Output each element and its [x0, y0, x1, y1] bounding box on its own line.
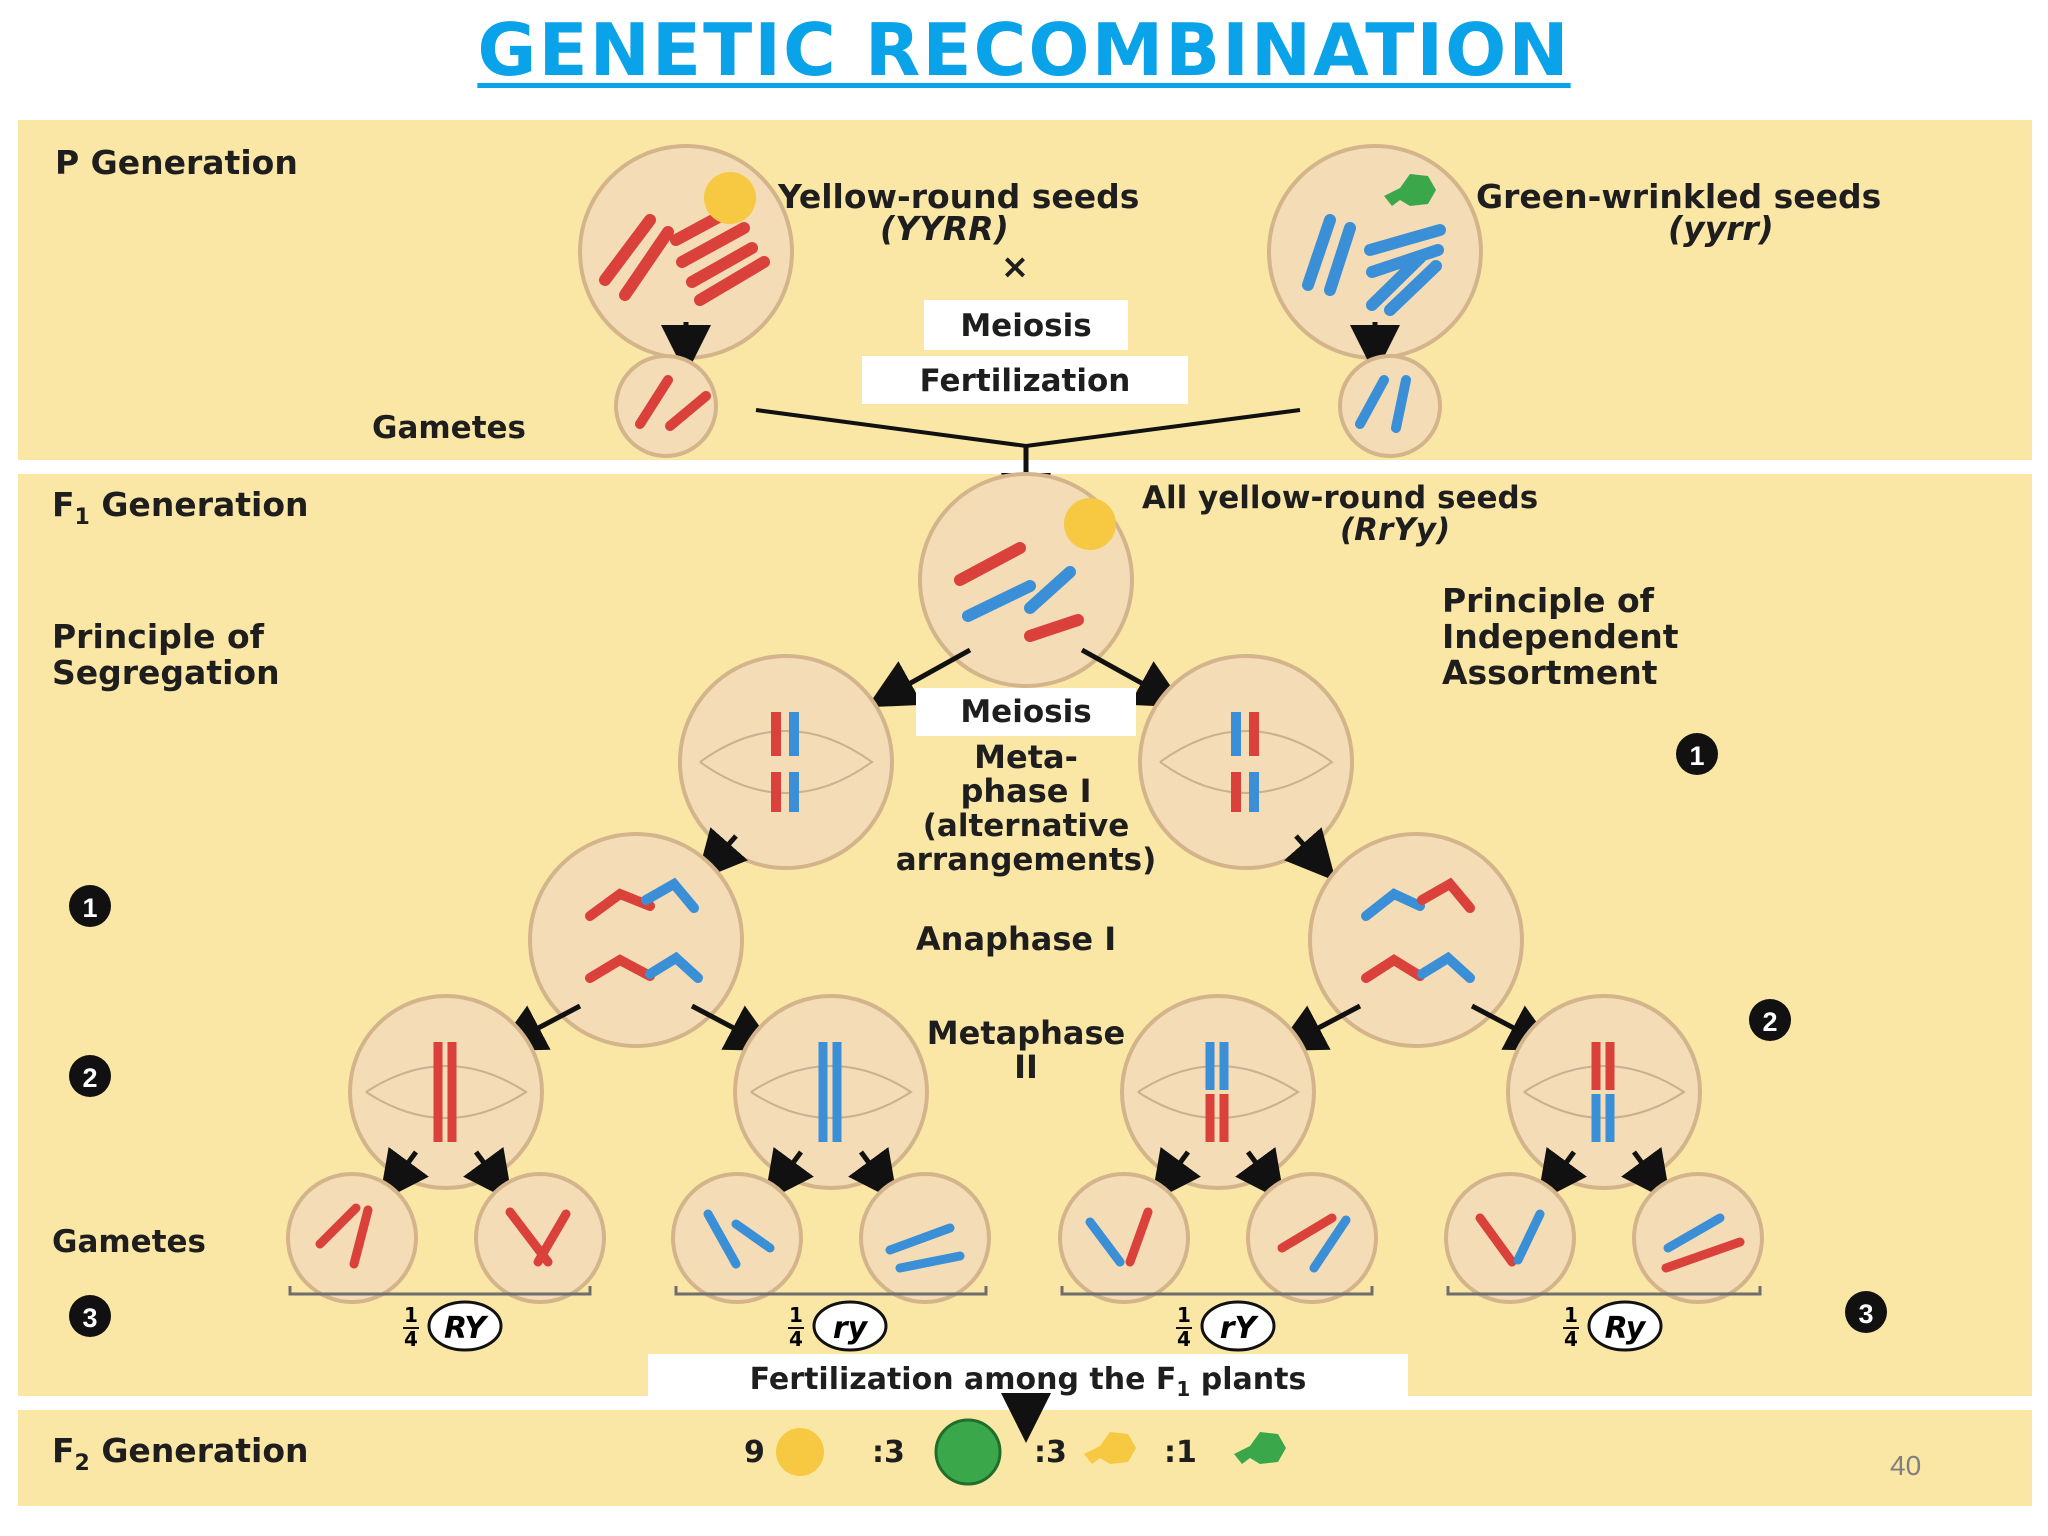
- yellow-round-seed-icon: [704, 172, 756, 224]
- fraction-numerator: 1: [404, 1303, 418, 1327]
- gamete-genotype-label: ry: [833, 1311, 869, 1346]
- fraction-numerator: 1: [1564, 1303, 1578, 1327]
- p-generation-heading: P Generation: [55, 143, 298, 182]
- arrow-right-metaphase-to-anaphase: [1284, 827, 1336, 882]
- ratio-yellow-wrinkled: :3: [1034, 1435, 1067, 1470]
- ratio-green-wrinkled: :1: [1164, 1435, 1197, 1470]
- segregation-label-line2: Segregation: [52, 653, 280, 692]
- step-2-badge-left: [69, 1055, 111, 1097]
- f2-green-round-seed-icon: [934, 1418, 1002, 1486]
- metaphase2-cell-2: [733, 994, 929, 1190]
- arrow-anaphase-right-to-m2-3: [1274, 1003, 1362, 1052]
- anaphase1-label: Anaphase I: [916, 920, 1116, 958]
- f2-generation-heading: F2 Generation: [52, 1431, 308, 1476]
- fraction-denominator: 4: [789, 1327, 803, 1351]
- metaphase1-left-cell: [678, 654, 894, 870]
- green-wrinkled-seed-icon: [1384, 174, 1436, 206]
- genotype-circle: [1587, 1300, 1663, 1352]
- parent2-chromosomes: [1302, 214, 1446, 316]
- step-1-badge-right: [1676, 733, 1718, 775]
- cross-symbol: ×: [1001, 247, 1030, 287]
- step-1-number-right: 1: [1689, 741, 1704, 771]
- gamete-genotype-label: Ry: [1605, 1311, 1647, 1346]
- fraction-denominator: 4: [404, 1327, 418, 1351]
- f2-green-wrinkled-seed-icon: [1234, 1432, 1286, 1464]
- parent2-label: Green-wrinkled seeds: [1476, 177, 1881, 216]
- metaphase2-cell-1: [348, 994, 544, 1190]
- step-3-number-right: 3: [1858, 1299, 1873, 1329]
- metaphase1-label-line1: Meta-: [974, 738, 1078, 776]
- f1-generation-heading: F1 Generation: [52, 485, 308, 530]
- f2-yellow-round-seed-icon: [776, 1428, 824, 1476]
- gamete-fraction-ry: 14 Ry: [1563, 1300, 1663, 1352]
- gamete-fraction-ry: 14 RY: [403, 1300, 503, 1352]
- step-3-badge-left: [69, 1295, 111, 1337]
- f2-yellow-wrinkled-seed-icon: [1084, 1432, 1136, 1464]
- genotype-circle: [812, 1300, 888, 1352]
- f1-fertilization-label: Fertilization among the F1 plants: [750, 1362, 1307, 1401]
- step-1-badge-left: [69, 885, 111, 927]
- independent-label-line1: Principle of: [1442, 581, 1655, 620]
- ratio-yellow-round: 9: [744, 1435, 765, 1470]
- metaphase2-label-line2: II: [1014, 1048, 1038, 1086]
- step-2-badge-right: [1749, 999, 1791, 1041]
- fertilization-label-box: [862, 356, 1188, 404]
- parent1-label: Yellow-round seeds: [777, 177, 1139, 216]
- p-gamete-yr-cell: [614, 354, 718, 458]
- page-number: 40: [1890, 1450, 1922, 1481]
- parent2-genotype: (yyrr): [1668, 209, 1774, 248]
- f1-yellow-seed-icon: [1064, 498, 1116, 550]
- gamete-genotype-label: RY: [444, 1311, 489, 1346]
- arrow-f1-to-left-metaphase: [866, 647, 972, 708]
- ratio-green-round: :3: [872, 1435, 905, 1470]
- fraction-denominator: 4: [1564, 1327, 1578, 1351]
- fraction-numerator: 1: [789, 1303, 803, 1327]
- metaphase1-label-line2: phase I: [960, 772, 1091, 810]
- p-meiosis-label: Meiosis: [960, 308, 1091, 344]
- independent-label-line2: Independent: [1442, 617, 1679, 656]
- f1-meiosis-label-box: [916, 688, 1136, 736]
- p-fertilization-label: Fertilization: [920, 363, 1131, 399]
- step-3-number-left: 3: [82, 1303, 97, 1333]
- gamete-fraction-ry: 14 ry: [788, 1300, 888, 1352]
- metaphase1-label-line4: arrangements): [896, 842, 1157, 878]
- step-2-number-right: 2: [1762, 1007, 1777, 1037]
- fraction-numerator: 1: [1177, 1303, 1191, 1327]
- independent-label-line3: Assortment: [1442, 653, 1658, 692]
- step-2-number-left: 2: [82, 1063, 97, 1093]
- slide-title: GENETIC RECOMBINATION: [477, 8, 1571, 92]
- p-gametes-label: Gametes: [372, 410, 526, 446]
- genotype-circle: [427, 1300, 503, 1352]
- metaphase2-cell-3: [1120, 994, 1316, 1190]
- meiosis-label-box: [924, 300, 1128, 350]
- genotype-circle: [1200, 1300, 1276, 1352]
- p-gamete-yr-recessive-cell: [1338, 354, 1442, 458]
- metaphase2-label-line1: Metaphase: [927, 1014, 1125, 1052]
- parent1-chromosomes: [599, 206, 770, 306]
- metaphase1-label-line3: (alternative: [923, 808, 1130, 844]
- f1-gametes-label: Gametes: [52, 1224, 206, 1260]
- segregation-label-line1: Principle of: [52, 617, 265, 656]
- parent1-genotype: (YYRR): [880, 209, 1009, 248]
- fraction-denominator: 4: [1177, 1327, 1191, 1351]
- gamete-genotype-label: rY: [1220, 1311, 1260, 1346]
- metaphase2-cell-4: [1506, 994, 1702, 1190]
- arrow-f1-to-right-metaphase: [1080, 647, 1186, 708]
- f1-gamete-cells: [286, 1172, 1764, 1304]
- metaphase1-right-cell: [1138, 654, 1354, 870]
- step-1-number-left: 1: [82, 893, 97, 923]
- step-3-badge-right: [1845, 1291, 1887, 1333]
- fertilization-lines: [755, 408, 1301, 449]
- gamete-braces: [288, 1286, 1762, 1296]
- anaphase1-right-cell: [1308, 832, 1524, 1048]
- gamete-fraction-ry: 14 rY: [1176, 1300, 1276, 1352]
- f1-genotype: (RrYy): [1340, 512, 1450, 548]
- f1-seeds-label: All yellow-round seeds: [1142, 480, 1538, 516]
- anaphase1-left-cell: [528, 832, 744, 1048]
- f1-meiosis-label: Meiosis: [960, 694, 1091, 730]
